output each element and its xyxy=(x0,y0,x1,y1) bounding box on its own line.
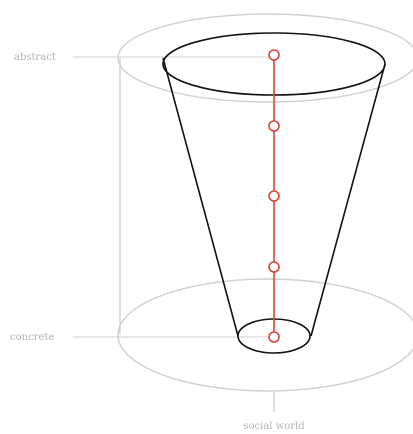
cylinder-bottom-ellipse xyxy=(117,278,413,392)
cone-left-edge xyxy=(162,57,239,337)
axis-node-1 xyxy=(268,49,280,61)
axis-node-4 xyxy=(268,261,280,273)
label-leaders xyxy=(73,56,270,338)
cone-right-edge xyxy=(310,63,386,337)
abstract-label: abstract xyxy=(14,52,56,63)
concrete-label: concrete xyxy=(10,332,54,343)
abstraction-axis xyxy=(268,49,280,343)
context-cylinder xyxy=(117,13,413,412)
axis-node-2 xyxy=(268,120,280,132)
axis-node-3 xyxy=(268,190,280,202)
axis-node-5 xyxy=(268,331,280,343)
social-world-label: social world xyxy=(243,421,305,432)
cylinder-top-ellipse xyxy=(117,13,413,103)
